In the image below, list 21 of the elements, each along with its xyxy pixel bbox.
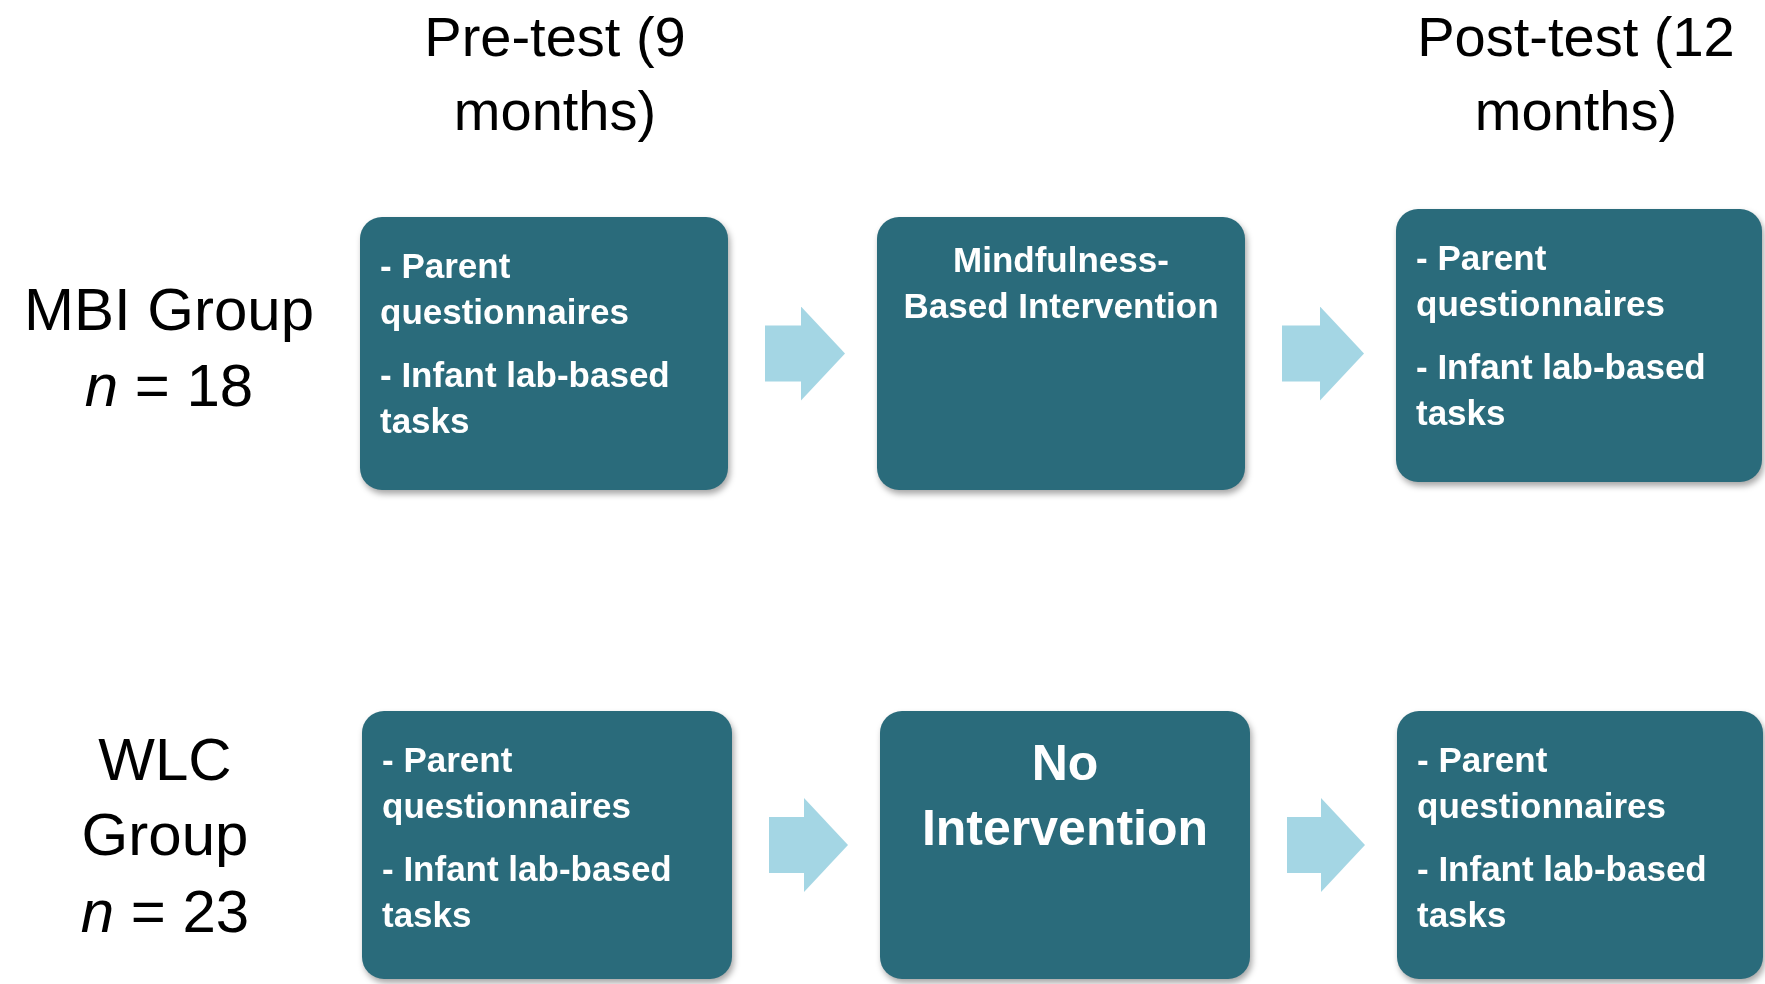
box-text: - Parent questionnaires [1417, 739, 1667, 827]
box-text: - Infant lab-based tasks [1416, 346, 1707, 434]
box-text: - Infant lab-based tasks [380, 354, 671, 442]
process-box [877, 217, 1245, 490]
process-box [362, 711, 732, 979]
box-text: No Intervention [920, 734, 1210, 858]
process-box [1397, 711, 1763, 979]
box-text: Mindfulness-Based Intervention [902, 239, 1220, 327]
column-heading: Post-test (12 months) [1416, 4, 1736, 144]
box-text: - Parent questionnaires [1416, 237, 1666, 325]
row-label: n = 18 [83, 351, 255, 421]
process-box [360, 217, 728, 490]
box-text: - Infant lab-based tasks [382, 848, 673, 936]
box-text: - Infant lab-based tasks [1417, 848, 1708, 936]
process-box [880, 711, 1250, 979]
row-label: MBI Group [22, 275, 316, 345]
row-label: n = 23 [79, 877, 251, 947]
process-box [1396, 209, 1762, 482]
box-text: - Parent questionnaires [382, 739, 632, 827]
box-text: - Parent questionnaires [380, 245, 630, 333]
column-heading: Pre-test (9 months) [423, 4, 687, 144]
